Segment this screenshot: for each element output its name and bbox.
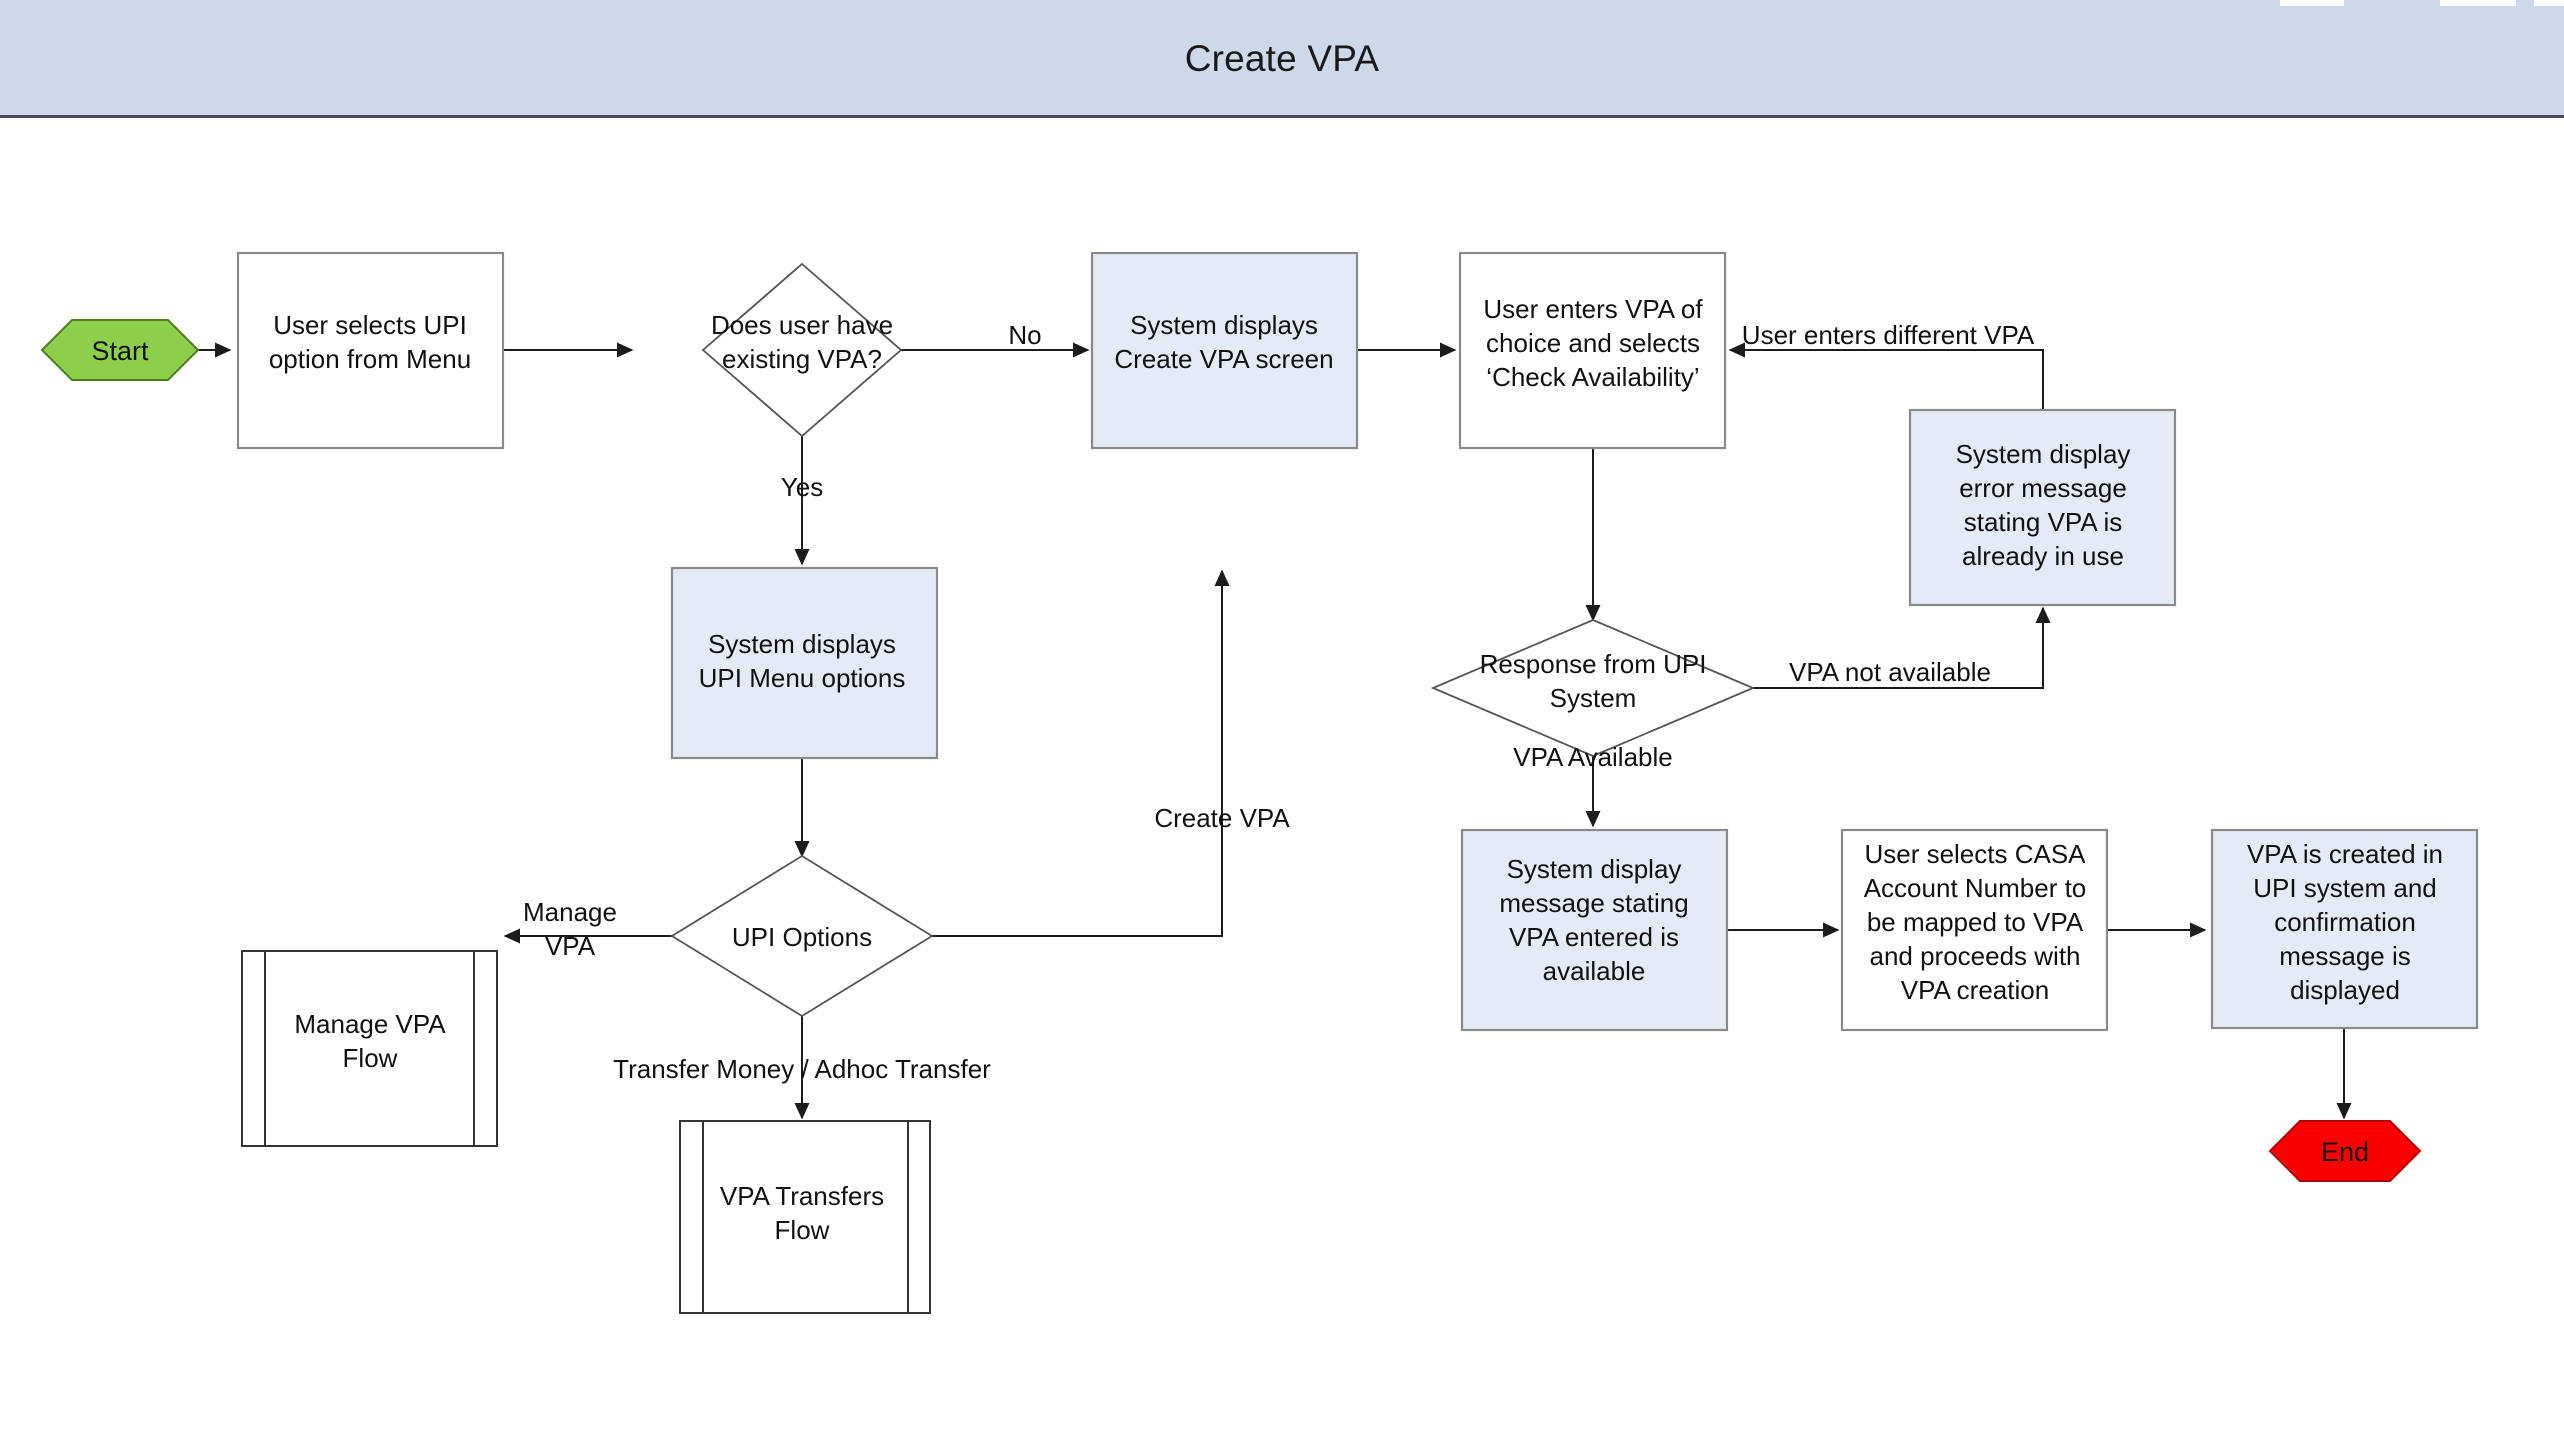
- node-created-line4: message is: [2279, 941, 2411, 971]
- node-start-label: Start: [91, 336, 149, 366]
- node-create-screen-line1: System displays: [1130, 310, 1318, 340]
- node-created-line3: confirmation: [2274, 907, 2416, 937]
- page-title: Create VPA: [1184, 38, 1380, 79]
- node-casa-line1: User selects CASA: [1864, 839, 2086, 869]
- node-error-box-line1: System display: [1956, 439, 2131, 469]
- node-manage-flow-line2: Flow: [343, 1043, 398, 1073]
- node-transfers[interactable]: VPA Transfers Flow: [679, 1120, 931, 1314]
- node-response-line2: System: [1550, 683, 1637, 713]
- title-bar-notch-gap-2: [2516, 0, 2534, 6]
- edge-label-manage-vpa-line1: Manage: [523, 897, 617, 927]
- node-casa-line5: VPA creation: [1901, 975, 2049, 1005]
- node-response-line1: Response from UPI: [1480, 649, 1707, 679]
- node-upi-options-label: UPI Options: [732, 922, 872, 952]
- node-upi-menu[interactable]: System displays UPI Menu options: [670, 566, 939, 760]
- node-has-vpa-line2: existing VPA?: [722, 344, 882, 374]
- node-transfers-line1: VPA Transfers: [720, 1181, 884, 1211]
- node-created-line1: VPA is created in: [2247, 839, 2443, 869]
- node-select-upi-line1: User selects UPI: [273, 310, 467, 340]
- node-created-line2: UPI system and: [2253, 873, 2437, 903]
- edge-label-manage-vpa-line2: VPA: [545, 931, 596, 961]
- node-manage-flow-line1: Manage VPA: [294, 1009, 446, 1039]
- node-upi-menu-line2: UPI Menu options: [699, 663, 906, 693]
- edge-label-create-vpa: Create VPA: [1154, 803, 1290, 833]
- node-avail-msg-line3: VPA entered is: [1509, 922, 1679, 952]
- node-avail-msg-line1: System display: [1507, 854, 1682, 884]
- node-error-box[interactable]: System display error message stating VPA…: [1908, 408, 2177, 607]
- edge-label-vpa-available: VPA Available: [1513, 742, 1673, 772]
- title-bar-notch: [2280, 0, 2564, 6]
- node-avail-msg[interactable]: System display message stating VPA enter…: [1460, 828, 1729, 1032]
- node-casa-line2: Account Number to: [1864, 873, 2087, 903]
- node-casa[interactable]: User selects CASA Account Number to be m…: [1840, 828, 2109, 1032]
- title-bar: Create VPA: [0, 0, 2564, 118]
- edge-upi-options-to-create-screen: [932, 569, 1230, 937]
- edge-response-to-error-box: [1753, 606, 2051, 689]
- node-enter-vpa-line3: ‘Check Availability’: [1486, 362, 1699, 392]
- node-response[interactable]: Response from UPI System: [1430, 619, 1756, 757]
- node-manage-flow[interactable]: Manage VPA Flow: [241, 950, 498, 1147]
- node-create-screen[interactable]: System displays Create VPA screen: [1090, 251, 1359, 450]
- node-avail-msg-line4: available: [1543, 956, 1646, 986]
- node-casa-line4: and proceeds with: [1869, 941, 2080, 971]
- flowchart-canvas: Start User selects UPI option from Menu …: [0, 118, 2564, 1452]
- edge-label-no: No: [1008, 320, 1041, 350]
- edge-label-vpa-not-available: VPA not available: [1789, 657, 1991, 687]
- node-enter-vpa[interactable]: User enters VPA of choice and selects ‘C…: [1458, 251, 1727, 450]
- node-has-vpa[interactable]: Does user have existing VPA?: [701, 262, 903, 438]
- node-start[interactable]: Start: [40, 319, 200, 381]
- node-enter-vpa-line1: User enters VPA of: [1483, 294, 1703, 324]
- node-end-label: End: [2321, 1137, 2369, 1167]
- edge-label-yes: Yes: [781, 472, 823, 502]
- node-avail-msg-line2: message stating: [1499, 888, 1688, 918]
- node-error-box-line2: error message: [1959, 473, 2127, 503]
- node-end[interactable]: End: [2268, 1120, 2422, 1182]
- node-transfers-line2: Flow: [775, 1215, 830, 1245]
- node-error-box-line3: stating VPA is: [1964, 507, 2123, 537]
- node-created-line5: displayed: [2290, 975, 2400, 1005]
- node-error-box-line4: already in use: [1962, 541, 2124, 571]
- node-upi-options[interactable]: UPI Options: [670, 854, 934, 1018]
- node-created[interactable]: VPA is created in UPI system and confirm…: [2210, 828, 2479, 1030]
- node-enter-vpa-line2: choice and selects: [1486, 328, 1700, 358]
- edge-label-transfer-money: Transfer Money / Adhoc Transfer: [613, 1054, 991, 1084]
- node-casa-line3: be mapped to VPA: [1867, 907, 2084, 937]
- title-bar-notch-gap-1: [2344, 0, 2440, 6]
- node-has-vpa-line1: Does user have: [711, 310, 893, 340]
- node-upi-menu-line1: System displays: [708, 629, 896, 659]
- node-select-upi[interactable]: User selects UPI option from Menu: [236, 251, 505, 450]
- node-create-screen-line2: Create VPA screen: [1114, 344, 1333, 374]
- edge-error-box-to-enter-vpa: [1728, 342, 2044, 410]
- node-select-upi-line2: option from Menu: [269, 344, 471, 374]
- edge-label-user-enters-different-vpa: User enters different VPA: [1742, 320, 2035, 350]
